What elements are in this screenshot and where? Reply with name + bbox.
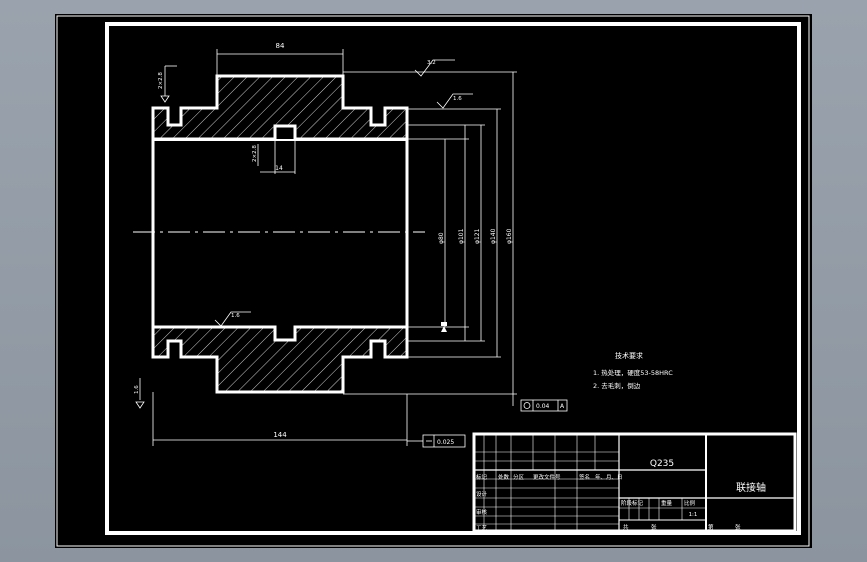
flatness-frame: 0.025: [407, 434, 466, 448]
dim-inner-b: φ101: [458, 228, 465, 244]
svg-text:1.6: 1.6: [231, 313, 240, 319]
svg-text:A: A: [560, 403, 565, 410]
dim-total-length: 144: [273, 431, 287, 439]
dim-top-length: 84: [276, 42, 285, 50]
scale-value: 1:1: [689, 512, 698, 518]
tb-header-date: 年、月、日: [595, 473, 623, 481]
upper-section: [151, 74, 409, 141]
dim-mid: φ121: [474, 228, 481, 244]
cad-viewport[interactable]: 84 144 14 φ80 φ101 φ121 φ140 φ160 2×2.8 …: [55, 14, 812, 548]
dim-groove-width: 14: [275, 165, 283, 172]
material-label: Q235: [650, 459, 674, 469]
inner-groove-roughness: 2×2.8: [252, 144, 259, 166]
roughness-bottom-inner: 1.6: [214, 311, 251, 327]
svg-text:2×2.8: 2×2.8: [158, 72, 164, 89]
tb-header-count: 处数: [498, 473, 510, 481]
dim-bore: φ80: [438, 232, 445, 244]
tb-stage: 阶段标记: [621, 499, 644, 507]
tb-header-zone: 分区: [513, 473, 525, 481]
tb-label-mark: 标记: [476, 473, 488, 481]
tb-label-process: 工艺: [476, 525, 488, 532]
coaxiality-frame: 0.04 A: [512, 394, 568, 412]
lower-section: [151, 325, 409, 394]
svg-text:3.2: 3.2: [427, 60, 436, 66]
dim-outer-b: φ160: [506, 228, 513, 244]
tb-sheets: 张: [651, 523, 657, 531]
bore-datum-marker: [441, 322, 447, 332]
title-block: [472, 432, 797, 533]
roughness-top: 3.2: [414, 59, 455, 77]
svg-text:1.6: 1.6: [134, 385, 140, 394]
tb-no: 第: [708, 523, 714, 531]
outer-border: [56, 15, 810, 547]
tb-total: 共: [623, 523, 629, 531]
extension-lines: [152, 49, 517, 446]
svg-text:2×2.8: 2×2.8: [252, 145, 258, 162]
chamfer-callout: 2×2.8: [158, 65, 177, 103]
part-name: 联接轴: [736, 481, 766, 494]
roughness-right: 1.6: [436, 93, 473, 109]
tb-label-design: 设计: [476, 490, 488, 498]
tb-weight: 重量: [661, 499, 673, 507]
inner-border: [105, 22, 801, 535]
tech-req-title: 技术要求: [615, 351, 643, 360]
svg-text:1.6: 1.6: [453, 96, 462, 102]
roughness-left: 1.6: [134, 378, 145, 409]
svg-text:0.04: 0.04: [536, 403, 550, 410]
tech-req-item-2: 2. 去毛刺，倒边: [593, 381, 641, 390]
tb-header-change: 更改文件号: [533, 473, 561, 481]
dim-outer-a: φ140: [490, 228, 497, 244]
tech-req-item-1: 1. 热处理，硬度53-58HRC: [593, 368, 673, 377]
tb-sheet: 张: [735, 523, 741, 531]
drawing-sheet: 84 144 14 φ80 φ101 φ121 φ140 φ160 2×2.8 …: [56, 15, 810, 547]
tb-scale-label: 比例: [684, 499, 696, 507]
svg-text:0.025: 0.025: [437, 439, 454, 446]
tb-label-review: 审核: [476, 508, 488, 516]
tb-header-sign: 签名: [579, 473, 590, 481]
